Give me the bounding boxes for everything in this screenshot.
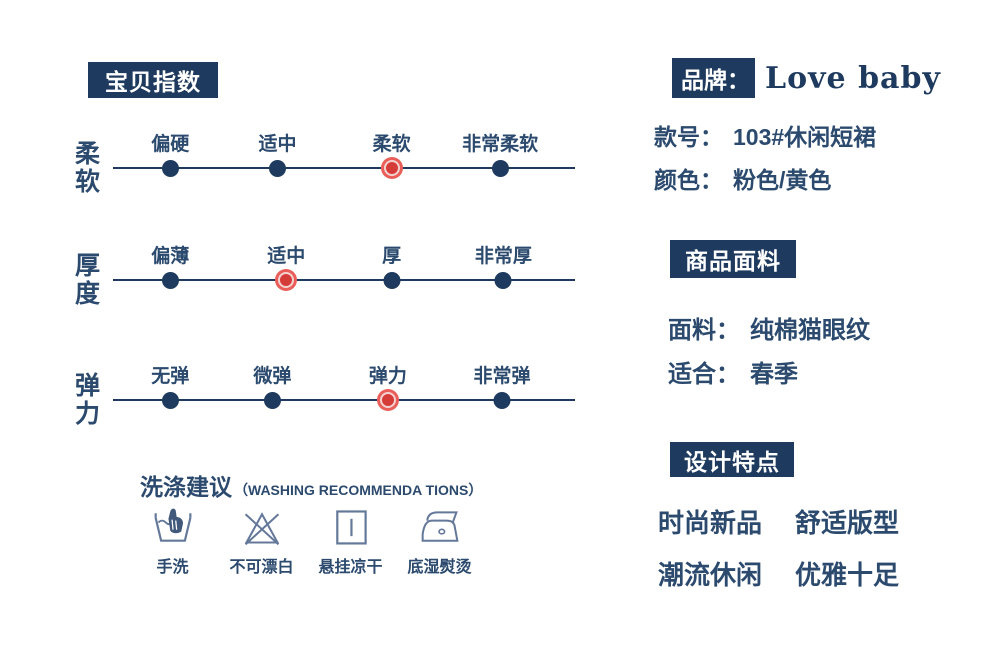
washing-title-cn: 洗涤建议 <box>140 474 232 500</box>
baby-index-title: 宝贝指数 <box>88 62 218 98</box>
hand-wash-icon <box>154 508 191 542</box>
scale-stop: 柔软 <box>373 129 411 179</box>
scale-dot <box>493 392 511 409</box>
stop-label: 微弹 <box>253 366 292 387</box>
stop-label: 柔软 <box>372 134 411 155</box>
scale-dot-selected <box>376 389 399 411</box>
fabric-section-title: 商品面料 <box>670 240 796 278</box>
washing-items: 手洗 不可漂白 悬挂凉干 底湿熨烫 <box>128 506 484 577</box>
season-label: 适合： <box>668 361 740 388</box>
wash-item-label: 手洗 <box>156 559 189 576</box>
scale-dot-selected <box>275 269 298 291</box>
feature-item: 时尚新品 <box>658 508 763 538</box>
scale-stop: 非常弹 <box>473 361 531 409</box>
stop-label: 厚 <box>382 246 402 267</box>
scale-dot <box>268 160 286 177</box>
scale-dot <box>161 160 179 177</box>
stop-label: 适中 <box>267 246 306 267</box>
design-section-title: 设计特点 <box>670 442 794 477</box>
scale-dot-selected <box>380 157 403 179</box>
fabric-value: 纯棉猫眼纹 <box>750 317 870 344</box>
softness-scale: 偏硬 适中 柔软 非常柔软 <box>113 129 575 195</box>
thickness-scale: 偏薄 适中 厚 非常厚 <box>113 241 575 307</box>
fabric-line: 面料： 纯棉猫眼纹 <box>668 310 870 345</box>
feature-item: 潮流休闲 <box>658 560 763 590</box>
iron-icon <box>421 511 459 542</box>
scale-line <box>113 279 575 281</box>
brand-label-box: 品牌： <box>672 58 755 98</box>
stop-label: 非常厚 <box>474 246 532 267</box>
no-bleach-icon <box>244 512 279 546</box>
stop-label: 偏薄 <box>151 246 190 267</box>
elasticity-scale: 无弹 微弹 弹力 非常弹 <box>113 361 575 427</box>
scale-line <box>113 399 575 401</box>
stop-label: 非常弹 <box>473 366 531 387</box>
scale-dot <box>383 272 401 289</box>
scale-stop: 无弹 <box>151 361 189 409</box>
season-line: 适合： 春季 <box>668 354 798 389</box>
scale-stop: 厚 <box>382 241 401 289</box>
wash-item-label: 不可漂白 <box>229 559 294 576</box>
wash-item-label: 底湿熨烫 <box>407 559 472 576</box>
wash-item-no-bleach: 不可漂白 <box>217 506 306 577</box>
feature-item: 优雅十足 <box>795 560 900 590</box>
stop-label: 无弹 <box>151 366 190 387</box>
scale-stop: 偏薄 <box>151 241 189 289</box>
brand-name: Love baby <box>765 60 941 96</box>
scale-stop: 弹力 <box>369 361 407 411</box>
style-label: 款号： <box>654 124 723 150</box>
stop-label: 适中 <box>258 134 297 155</box>
wash-item-hang-dry: 悬挂凉干 <box>306 506 395 577</box>
design-features: 时尚新品 舒适版型 潮流休闲 优雅十足 <box>658 503 899 592</box>
color-value: 粉色/黄色 <box>733 167 832 193</box>
scale-name-softness: 柔软 <box>74 140 100 196</box>
scale-dot <box>161 392 179 409</box>
scale-dot <box>491 160 509 177</box>
scale-name-thickness: 厚度 <box>74 252 100 308</box>
style-value: 103#休闲短裙 <box>733 124 877 150</box>
stop-label: 偏硬 <box>151 134 190 155</box>
scale-dot <box>161 272 179 289</box>
season-value: 春季 <box>750 361 798 388</box>
scale-stop: 非常柔软 <box>462 129 538 177</box>
scale-stop: 非常厚 <box>475 241 532 289</box>
scale-dot <box>494 272 512 289</box>
color-label: 颜色： <box>654 167 723 193</box>
style-number-line: 款号： 103#休闲短裙 <box>654 118 876 152</box>
brand-row: 品牌： Love baby <box>672 58 941 98</box>
wash-item-iron: 底湿熨烫 <box>395 506 484 577</box>
washing-title: 洗涤建议 （WASHING RECOMMENDA TIONS） <box>140 468 482 502</box>
feature-item: 舒适版型 <box>795 508 900 538</box>
scale-stop: 适中 <box>267 241 305 291</box>
scale-dot <box>263 392 281 409</box>
scale-stop: 微弹 <box>253 361 291 409</box>
color-line: 颜色： 粉色/黄色 <box>654 161 831 195</box>
scale-name-elasticity: 弹力 <box>74 372 100 428</box>
stop-label: 非常柔软 <box>462 134 539 155</box>
fabric-label: 面料： <box>668 317 740 344</box>
wash-item-label: 悬挂凉干 <box>318 559 383 576</box>
scale-line <box>113 167 575 169</box>
scale-stop: 适中 <box>258 129 296 177</box>
washing-title-en: （WASHING RECOMMENDA TIONS） <box>234 482 483 498</box>
stop-label: 弹力 <box>368 366 407 387</box>
hang-dry-icon <box>335 510 367 545</box>
scale-stop: 偏硬 <box>151 129 189 177</box>
wash-item-hand-wash: 手洗 <box>128 506 217 577</box>
